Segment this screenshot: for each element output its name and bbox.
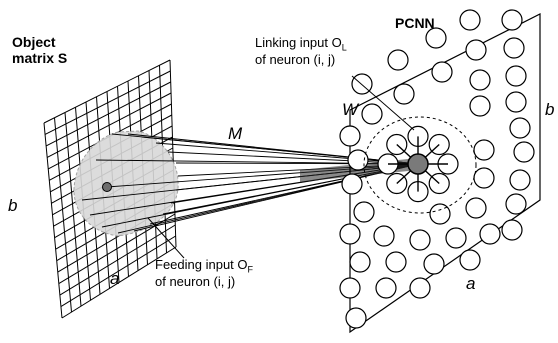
grid-line-horizontal <box>45 81 171 147</box>
neuron <box>393 83 415 105</box>
connection-fan-m <box>81 133 419 234</box>
neuron <box>509 117 531 139</box>
neuron <box>505 193 527 215</box>
grid-line-horizontal <box>43 59 171 124</box>
neuron <box>423 253 445 275</box>
feeding-receptive-field <box>73 130 179 237</box>
neuron <box>345 307 367 329</box>
neuron <box>469 95 491 117</box>
fan-line <box>117 163 419 234</box>
neuron <box>505 91 527 113</box>
pcnn-height-b-label: b <box>545 100 555 119</box>
grid-line-horizontal <box>61 246 177 319</box>
linking-subscript: L <box>341 42 347 53</box>
linking-leader-line <box>351 75 415 131</box>
weights-w-label: W <box>342 100 359 119</box>
neuron <box>465 39 487 61</box>
object-height-b-label: b <box>8 196 18 215</box>
neuron <box>387 49 409 71</box>
linking-input-label: Linking input OL of neuron (i, j) <box>255 35 347 68</box>
neuron <box>501 219 523 241</box>
grid-line-horizontal <box>46 92 172 158</box>
connections-m-label: M <box>228 124 243 143</box>
neuron <box>473 139 495 161</box>
neuron <box>339 223 361 245</box>
object-matrix-title: Object matrix S <box>12 34 67 66</box>
feeding-label-line1: Feeding input OF <box>155 257 254 275</box>
neuron <box>347 149 369 171</box>
neuron <box>349 251 371 273</box>
neuron <box>339 125 361 147</box>
grid-line-vertical <box>54 117 72 313</box>
neuron <box>375 277 397 299</box>
grid-line-horizontal <box>60 235 176 307</box>
fan-line <box>155 142 419 165</box>
feeding-subscript: F <box>247 264 254 275</box>
linking-neighborhood <box>363 116 477 214</box>
neuron <box>353 201 375 223</box>
object-width-a-label: a <box>110 269 120 288</box>
neuron <box>459 249 481 271</box>
object-title-line1: Object <box>12 34 56 50</box>
neuron <box>465 197 487 219</box>
neuron <box>409 277 431 299</box>
neuron <box>425 27 447 49</box>
linking-label-text: Linking input O <box>255 35 342 50</box>
neuron <box>361 103 383 125</box>
neuron <box>509 169 531 191</box>
feeding-label-text: Feeding input O <box>155 257 248 272</box>
neuron <box>339 277 361 299</box>
neuron <box>501 9 523 31</box>
neuron <box>431 61 453 83</box>
feeding-input-label: Feeding input OF of neuron (i, j) <box>155 257 254 290</box>
grid-line-vertical <box>64 112 82 307</box>
neuron <box>409 229 431 251</box>
neuron <box>473 167 495 189</box>
neuron <box>479 223 501 245</box>
grid-line-horizontal <box>44 70 171 135</box>
neuron <box>513 141 535 163</box>
pcnn-width-a-label: a <box>466 274 476 293</box>
fan-line <box>141 136 419 165</box>
fan-line <box>167 151 419 165</box>
neuron <box>459 9 481 31</box>
neuron <box>469 69 491 91</box>
linking-label-line1: Linking input OL <box>255 35 347 53</box>
neuron <box>341 173 363 195</box>
pcnn-title: PCNN <box>395 15 435 31</box>
grid-line-horizontal <box>59 224 176 296</box>
neuron <box>385 251 407 273</box>
neuron <box>503 37 525 59</box>
feeding-label-line2: of neuron (i, j) <box>155 273 236 289</box>
object-pixel <box>102 182 112 192</box>
object-title-line2: matrix S <box>12 50 68 67</box>
neuron <box>373 225 395 247</box>
feeding-leader-line <box>147 217 185 259</box>
grid-line-vertical <box>169 59 177 248</box>
neuron <box>445 227 467 249</box>
grid-line-vertical <box>43 122 63 319</box>
neuron <box>505 65 527 87</box>
linking-label-line2: of neuron (i, j) <box>255 51 336 67</box>
center-neuron <box>407 153 429 175</box>
neuron <box>429 203 451 225</box>
